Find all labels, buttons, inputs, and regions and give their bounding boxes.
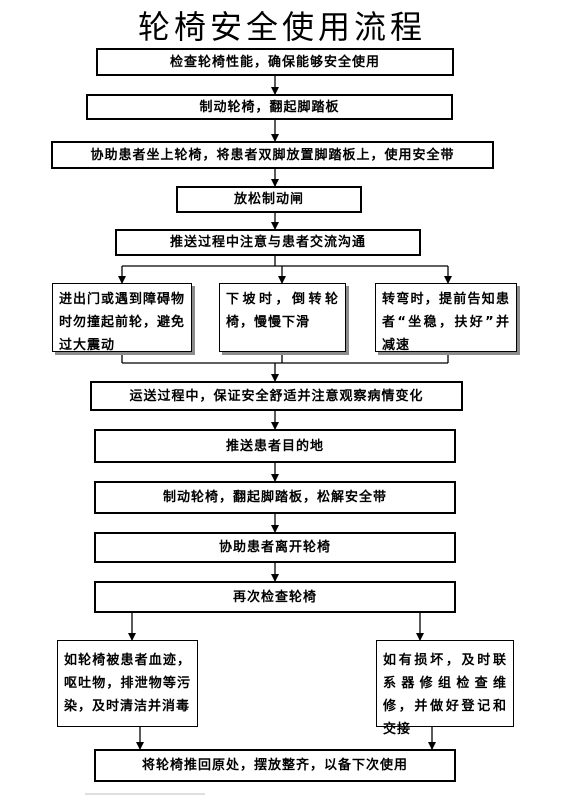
page-title: 轮椅安全使用流程 — [137, 8, 426, 46]
step-arrive-destination: 推送患者目的地 — [94, 429, 456, 463]
branch-clean-disinfect: 如轮椅被患者血迹，呕吐物，排泄物等污染，及时清洁并消毒 — [57, 640, 198, 727]
branch-downhill: 下坡时，倒转轮椅，慢慢下滑 — [219, 283, 346, 352]
step-return-wheelchair: 将轮椅推回原处，摆放整齐，以备下次使用 — [94, 749, 456, 782]
step-brake-flip-footrest: 制动轮椅，翻起脚踏板 — [86, 94, 453, 120]
branch-repair-report: 如有损坏，及时联系器修组检查维修，并做好登记和交接 — [376, 640, 514, 737]
step-help-patient-sit: 协助患者坐上轮椅，将患者双脚放置脚踏板上，使用安全带 — [51, 141, 494, 169]
branch-turning: 转弯时，提前告知患者“坐稳，扶好”并减速 — [375, 283, 517, 353]
step-release-brake: 放松制动闸 — [176, 186, 362, 213]
branch-door-obstacle: 进出门或遇到障碍物时勿撞起前轮，避免过大震动 — [52, 283, 192, 353]
step-recheck-wheelchair: 再次检查轮椅 — [94, 581, 456, 613]
step-transport-safety: 运送过程中，保证安全舒适并注意观察病情变化 — [90, 381, 463, 411]
step-check-wheelchair: 检查轮椅性能，确保能够安全使用 — [96, 48, 454, 76]
step-help-patient-leave: 协助患者离开轮椅 — [94, 532, 456, 563]
step-brake-release-belt: 制动轮椅，翻起脚踏板，松解安全带 — [94, 481, 456, 514]
step-communicate: 推送过程中注意与患者交流沟通 — [115, 229, 421, 256]
